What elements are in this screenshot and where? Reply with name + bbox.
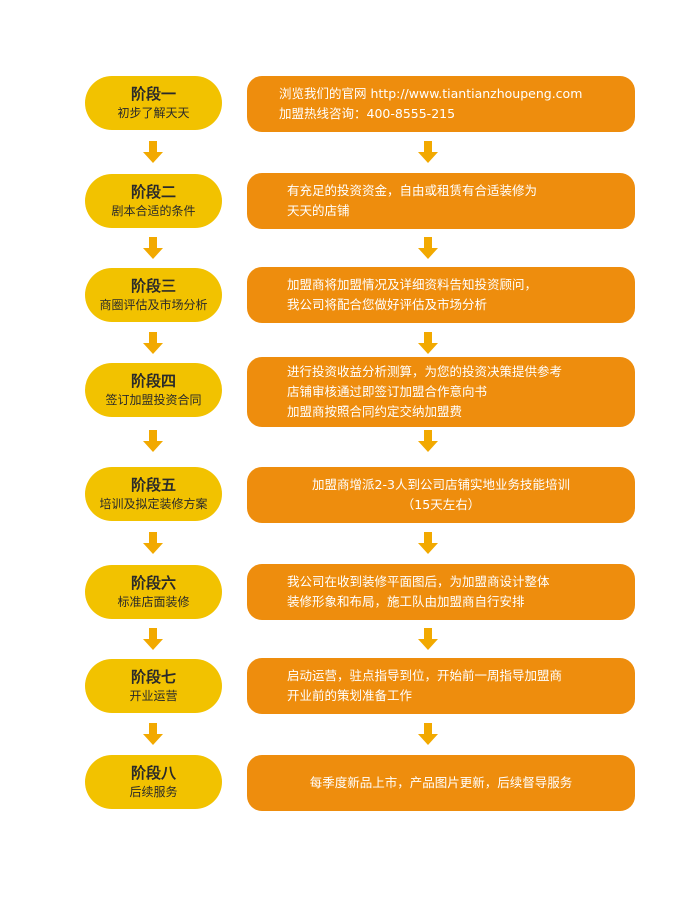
down-arrow-icon (418, 237, 438, 259)
stage-pill-2: 阶段二 剧本合适的条件 (85, 174, 222, 228)
stage-description-3: 加盟商将加盟情况及详细资料告知投资顾问， 我公司将配合您做好评估及市场分析 (247, 267, 635, 323)
stage-description-4: 进行投资收益分析测算，为您的投资决策提供参考 店铺审核通过即签订加盟合作意向书 … (247, 357, 635, 427)
down-arrow-icon (143, 141, 163, 163)
down-arrow-icon (418, 628, 438, 650)
stage-description-7: 启动运营，驻点指导到位，开始前一周指导加盟商 开业前的策划准备工作 (247, 658, 635, 714)
down-arrow-icon (143, 628, 163, 650)
stage-pill-5: 阶段五 培训及拟定装修方案 (85, 467, 222, 521)
stage-subtitle: 初步了解天天 (117, 106, 190, 120)
description-line: 有充足的投资资金，自由或租赁有合适装修为 (287, 183, 538, 198)
stage-subtitle: 签订加盟投资合同 (105, 393, 202, 407)
stage-subtitle: 后续服务 (129, 785, 178, 799)
stage-subtitle: 商圈评估及市场分析 (99, 298, 208, 312)
description-line: 加盟商增派2-3人到公司店铺实地业务技能培训 (312, 477, 570, 492)
stage-title: 阶段一 (130, 85, 176, 103)
down-arrow-icon (418, 332, 438, 354)
stage-pill-7: 阶段七 开业运营 (85, 659, 222, 713)
description-line: （15天左右） (401, 497, 481, 512)
stage-subtitle: 培训及拟定装修方案 (99, 497, 208, 511)
description-line: 开业前的策划准备工作 (287, 688, 413, 703)
stage-title: 阶段二 (130, 183, 176, 201)
stage-description-8: 每季度新品上市，产品图片更新，后续督导服务 (247, 755, 635, 811)
down-arrow-icon (418, 430, 438, 452)
stage-title: 阶段七 (130, 668, 176, 686)
description-line: 每季度新品上市，产品图片更新，后续督导服务 (309, 775, 573, 790)
stage-pill-3: 阶段三 商圈评估及市场分析 (85, 268, 222, 322)
description-line: 进行投资收益分析测算，为您的投资决策提供参考 (287, 364, 563, 379)
down-arrow-icon (143, 723, 163, 745)
stage-title: 阶段三 (130, 277, 176, 295)
stage-description-2: 有充足的投资资金，自由或租赁有合适装修为 天天的店铺 (247, 173, 635, 229)
description-line: 浏览我们的官网 http://www.tiantianzhoupeng.com (279, 86, 583, 101)
down-arrow-icon (418, 532, 438, 554)
description-line: 天天的店铺 (287, 203, 350, 218)
stage-description-1: 浏览我们的官网 http://www.tiantianzhoupeng.com … (247, 76, 635, 132)
stage-pill-6: 阶段六 标准店面装修 (85, 565, 222, 619)
down-arrow-icon (143, 430, 163, 452)
stage-title: 阶段八 (130, 764, 176, 782)
down-arrow-icon (143, 237, 163, 259)
down-arrow-icon (143, 532, 163, 554)
description-line: 我公司在收到装修平面图后，为加盟商设计整体 (287, 574, 550, 589)
stage-description-6: 我公司在收到装修平面图后，为加盟商设计整体 装修形象和布局，施工队由加盟商自行安… (247, 564, 635, 620)
down-arrow-icon (418, 723, 438, 745)
stage-subtitle: 标准店面装修 (117, 595, 190, 609)
stage-pill-4: 阶段四 签订加盟投资合同 (85, 363, 222, 417)
down-arrow-icon (418, 141, 438, 163)
stage-subtitle: 开业运营 (129, 689, 178, 703)
stage-pill-8: 阶段八 后续服务 (85, 755, 222, 809)
stage-pill-1: 阶段一 初步了解天天 (85, 76, 222, 130)
stage-title: 阶段六 (130, 574, 176, 592)
description-line: 我公司将配合您做好评估及市场分析 (287, 297, 488, 312)
description-line: 启动运营，驻点指导到位，开始前一周指导加盟商 (287, 668, 563, 683)
stage-description-5: 加盟商增派2-3人到公司店铺实地业务技能培训 （15天左右） (247, 467, 635, 523)
stage-subtitle: 剧本合适的条件 (111, 204, 196, 218)
description-line: 加盟热线咨询：400-8555-215 (279, 106, 456, 121)
description-line: 加盟商将加盟情况及详细资料告知投资顾问， (287, 277, 538, 292)
description-line: 店铺审核通过即签订加盟合作意向书 (287, 384, 488, 399)
stage-title: 阶段五 (130, 476, 176, 494)
description-line: 装修形象和布局，施工队由加盟商自行安排 (287, 594, 525, 609)
down-arrow-icon (143, 332, 163, 354)
stage-title: 阶段四 (130, 372, 176, 390)
description-line: 加盟商按照合同约定交纳加盟费 (287, 404, 463, 419)
